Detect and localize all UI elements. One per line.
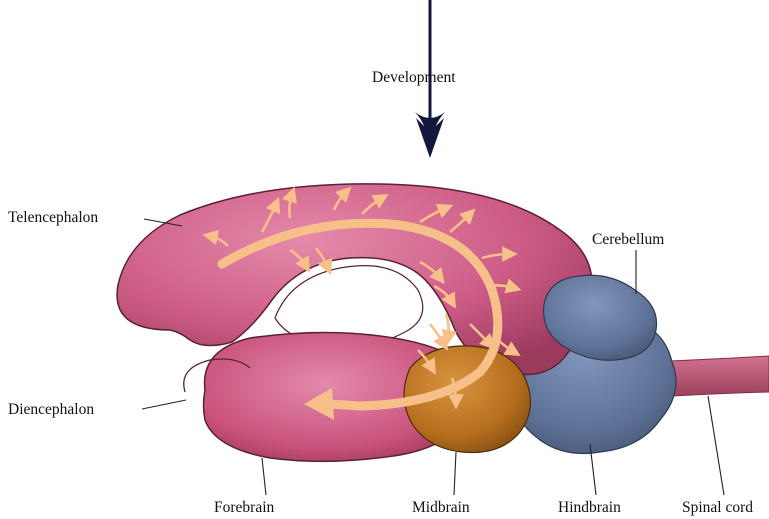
label-forebrain: Forebrain — [214, 499, 275, 516]
label-telencephalon: Telencephalon — [8, 209, 98, 226]
label-spinal-cord: Spinal cord — [682, 499, 753, 516]
label-hindbrain: Hindbrain — [558, 499, 621, 516]
label-diencephalon: Diencephalon — [8, 401, 94, 418]
label-midbrain: Midbrain — [412, 499, 470, 516]
label-cerebellum: Cerebellum — [592, 231, 664, 248]
label-development: Development — [372, 69, 456, 86]
